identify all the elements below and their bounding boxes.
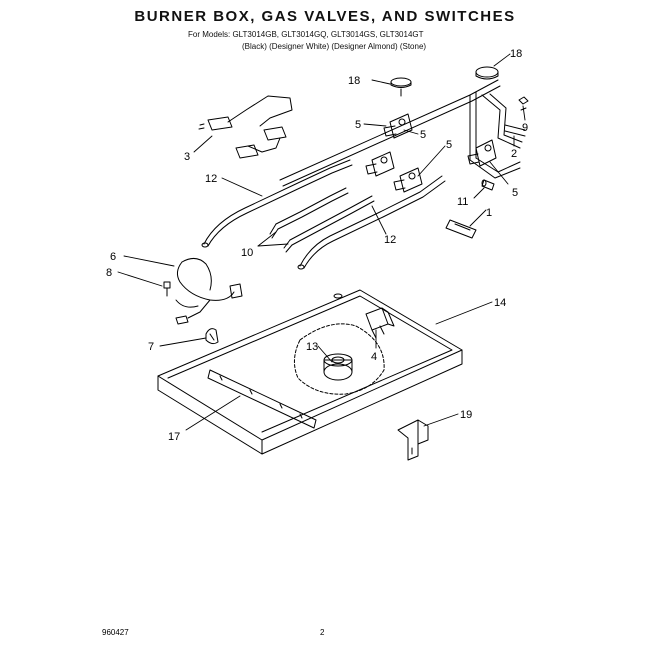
part-switch-block <box>365 307 395 339</box>
callout-3: 3 <box>184 151 190 163</box>
part-burner-tube-lower <box>297 175 446 270</box>
callout-17: 17 <box>168 431 180 443</box>
page-title: BURNER BOX, GAS VALVES, AND SWITCHES <box>134 8 516 25</box>
part-burner-tube-middle-a <box>269 187 349 239</box>
doc-number: 960427 <box>102 628 129 637</box>
models-line: For Models: GLT3014GB, GLT3014GQ, GLT301… <box>188 30 424 39</box>
part-gas-valve-b <box>365 151 395 177</box>
callout-10: 10 <box>241 247 253 259</box>
part-igniter-disc-left <box>390 77 412 97</box>
callout-13: 13 <box>306 341 318 353</box>
part-clamp <box>205 328 219 345</box>
part-gas-manifold <box>279 79 526 187</box>
callout-14: 14 <box>494 297 506 309</box>
part-gas-valve-d <box>467 139 497 167</box>
part-gas-valve-a <box>383 113 413 139</box>
part-burner-tube-upper <box>201 159 353 248</box>
part-mounting-bracket <box>397 419 429 461</box>
callout-19: 19 <box>460 409 472 421</box>
colors-line: (Black) (Designer White) (Designer Almon… <box>242 42 427 51</box>
callout-5-d: 5 <box>512 187 518 199</box>
part-wire-loop <box>175 258 243 325</box>
callout-5-c: 5 <box>446 139 452 151</box>
callout-5-b: 5 <box>420 129 426 141</box>
part-burner-box <box>157 289 463 455</box>
callout-6: 6 <box>110 251 116 263</box>
callout-18-right: 18 <box>510 48 522 60</box>
callout-5-a: 5 <box>355 119 361 131</box>
callout-7: 7 <box>148 341 154 353</box>
part-burner-head <box>323 353 353 381</box>
leader-lines <box>117 53 526 431</box>
callout-1: 1 <box>486 207 492 219</box>
part-orifice <box>481 179 495 191</box>
callout-12-upper: 12 <box>205 173 217 185</box>
callout-8: 8 <box>106 267 112 279</box>
callout-11: 11 <box>457 196 468 208</box>
part-bracket-rail <box>207 369 317 429</box>
callout-4: 4 <box>371 351 377 363</box>
part-igniter-disc-right <box>475 66 499 80</box>
part-screw <box>163 281 171 297</box>
page-number: 2 <box>320 628 325 637</box>
part-electrode <box>445 219 477 239</box>
callout-18-left: 18 <box>348 75 360 87</box>
part-gas-valve-c <box>393 167 423 193</box>
callout-9: 9 <box>522 122 528 134</box>
part-wiring-harness <box>198 95 293 159</box>
callout-12-lower: 12 <box>384 234 396 246</box>
callout-labels: 18 18 5 5 5 5 9 3 2 12 12 11 1 10 6 8 14… <box>106 48 528 443</box>
callout-2: 2 <box>511 148 517 160</box>
